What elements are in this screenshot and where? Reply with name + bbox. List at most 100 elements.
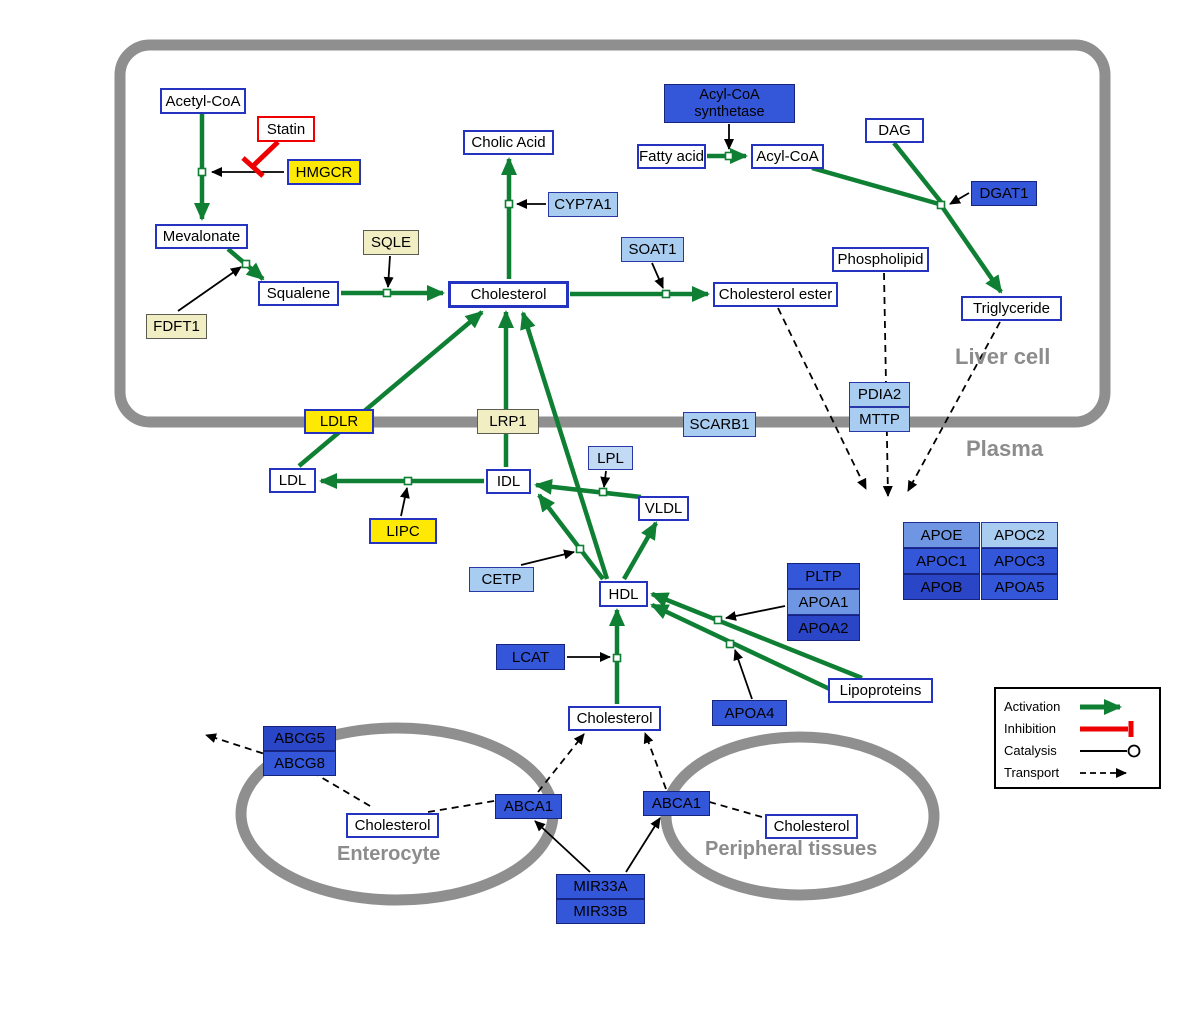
node-cholic-acid[interactable]: Cholic Acid [463,130,554,155]
transport-cholesterol-to-abca1-right [705,800,763,818]
act-hdl-cholesterol [520,311,610,580]
act-hdl-vldl [622,521,658,581]
transport-abca1-to-plasma-left [537,733,585,793]
node-apoc2[interactable]: APOC2 [981,522,1058,548]
region-label-enterocyte: Enterocyte [337,843,441,865]
node-acyl-coa-synthetase[interactable]: Acyl-CoA synthetase [664,84,795,123]
cat-apoa-stack [725,605,786,621]
node-ldlr[interactable]: LDLR [304,409,374,434]
node-vldl[interactable]: VLDL [638,496,689,521]
junction [197,167,207,177]
node-apoc3[interactable]: APOC3 [981,548,1058,574]
node-cetp[interactable]: CETP [469,567,534,592]
node-scarb1[interactable]: SCARB1 [683,412,756,437]
junction [241,259,251,269]
act-hdl-idl [537,493,605,581]
transport-cholesterol-to-abca1-left [427,798,507,813]
legend-label-inhibition: Inhibition [1004,721,1057,736]
node-dag[interactable]: DAG [865,118,924,143]
node-mevalonate[interactable]: Mevalonate [155,224,248,249]
node-dgat1[interactable]: DGAT1 [971,181,1037,206]
node-pltp[interactable]: PLTP [787,563,860,589]
act-vldl-idl [534,478,642,500]
node-ldl[interactable]: LDL [269,468,316,493]
node-apob[interactable]: APOB [903,574,980,600]
node-hdl[interactable]: HDL [599,581,648,607]
node-cholesterol-liver[interactable]: Cholesterol [448,281,569,308]
transport-triglyceride-to-plasma [907,321,1001,492]
legend-label-catalysis: Catalysis [1004,743,1057,758]
junction [612,653,622,663]
node-abcg8[interactable]: ABCG8 [263,751,336,776]
junction [504,199,514,209]
act-dag-junction [892,141,943,204]
node-acyl-coa[interactable]: Acyl-CoA [751,144,824,169]
node-apoa2[interactable]: APOA2 [787,615,860,641]
junction [575,544,585,554]
act-ldl-cholesterol [297,310,484,468]
cat-cetp [520,549,575,566]
region-label-plasma: Plasma [966,436,1044,461]
node-lpl[interactable]: LPL [588,446,633,470]
act-lipoproteins-hdl-upper [650,591,863,681]
act-lipoproteins-hdl-lower [650,602,837,695]
node-lipc[interactable]: LIPC [369,518,437,544]
legend-label-activation: Activation [1004,699,1061,714]
node-apoe[interactable]: APOE [903,522,980,548]
cat-apoa4 [733,649,753,700]
node-apoc1[interactable]: APOC1 [903,548,980,574]
peripheral-tissues-membrane [660,731,940,901]
node-acetyl-coa[interactable]: Acetyl-CoA [160,88,246,114]
node-cholesterol-peripheral[interactable]: Cholesterol [765,814,858,839]
junction [724,151,734,161]
junction [403,476,413,486]
legend-label-transport: Transport [1004,765,1060,780]
cat-lipc [400,487,410,517]
node-lcat[interactable]: LCAT [496,644,565,670]
node-fdft1[interactable]: FDFT1 [146,314,207,339]
node-apoa1[interactable]: APOA1 [787,589,860,615]
node-squalene[interactable]: Squalene [258,281,339,306]
junction [598,487,608,497]
reg-mir33-abca1-right [625,817,661,873]
cat-sqle [383,255,394,288]
node-cyp7a1[interactable]: CYP7A1 [548,192,618,217]
node-apoa4[interactable]: APOA4 [712,700,787,726]
cat-lpl [600,470,611,488]
region-label-peripheral-tissues: Peripheral tissues [705,838,878,860]
legend-box [994,687,1161,789]
node-statin[interactable]: Statin [257,116,315,142]
inh-statin-hmgcr-bar [241,156,265,178]
node-cholesterol-enterocyte[interactable]: Cholesterol [346,813,439,838]
node-mttp[interactable]: MTTP [849,407,910,432]
node-apoa5[interactable]: APOA5 [981,574,1058,600]
node-fatty-acid[interactable]: Fatty acid [637,144,706,169]
node-abca1-enterocyte[interactable]: ABCA1 [495,794,562,819]
cat-fdft1 [177,266,242,312]
node-idl[interactable]: IDL [486,469,531,494]
node-lrp1[interactable]: LRP1 [477,409,539,434]
node-phospholipid[interactable]: Phospholipid [832,247,929,272]
junction [661,289,671,299]
act-junction-triglyceride [941,206,1003,294]
node-sqle[interactable]: SQLE [363,230,419,255]
node-soat1[interactable]: SOAT1 [621,237,684,262]
node-triglyceride[interactable]: Triglyceride [961,296,1062,321]
node-cholesterol-plasma[interactable]: Cholesterol [568,706,661,731]
node-abcg5[interactable]: ABCG5 [263,726,336,751]
node-hmgcr[interactable]: HMGCR [287,159,361,185]
liver-cell-membrane [114,39,1111,428]
transport-abca1-to-plasma-right [643,732,667,790]
node-mir33b[interactable]: MIR33B [556,899,645,924]
node-mir33a[interactable]: MIR33A [556,874,645,899]
node-cholesterol-ester[interactable]: Cholesterol ester [713,282,838,307]
transport-cholesterolester-to-plasma [777,307,867,490]
node-abca1-peripheral[interactable]: ABCA1 [643,791,710,816]
act-acylcoa-junction [811,165,940,207]
node-lipoproteins[interactable]: Lipoproteins [828,678,933,703]
reg-mir33-abca1-left [534,820,591,873]
junction [713,615,723,625]
node-pdia2[interactable]: PDIA2 [849,382,910,407]
